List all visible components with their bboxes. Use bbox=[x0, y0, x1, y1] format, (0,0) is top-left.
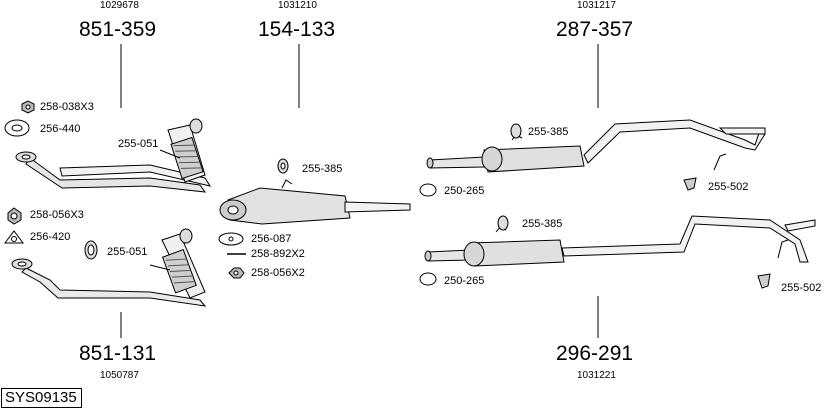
label-250-265-lower: 250-265 bbox=[444, 275, 485, 287]
label-255-385-upper-right: 255-385 bbox=[528, 126, 569, 138]
ref-number-851-359: 1029678 bbox=[100, 0, 139, 11]
label-255-051-upper: 255-051 bbox=[118, 138, 159, 150]
ref-number-296-291: 1031221 bbox=[577, 370, 616, 381]
label-258-892x2: 258-892X2 bbox=[251, 248, 305, 260]
part-number-154-133: 154-133 bbox=[258, 18, 336, 41]
label-256-420: 256-420 bbox=[30, 231, 71, 243]
rear-system-upper bbox=[419, 119, 766, 197]
ref-number-287-357: 1031217 bbox=[577, 0, 616, 11]
label-258-056x2: 258-056X2 bbox=[251, 267, 305, 279]
gasket-icons-lower-left bbox=[4, 207, 98, 260]
system-code-box: SYS09135 bbox=[1, 388, 82, 408]
front-pipe-lower bbox=[11, 228, 207, 307]
ref-number-154-133: 1031210 bbox=[278, 0, 317, 11]
label-258-038x3: 258-038X3 bbox=[40, 101, 94, 113]
ref-number-851-131: 1050787 bbox=[100, 370, 139, 381]
label-250-265-upper: 250-265 bbox=[444, 185, 485, 197]
centre-hardware-icons bbox=[218, 232, 246, 279]
label-255-051-lower: 255-051 bbox=[107, 246, 148, 258]
gasket-icons-upper-left bbox=[4, 100, 35, 137]
label-255-385-centre: 255-385 bbox=[302, 163, 343, 175]
part-number-287-357: 287-357 bbox=[556, 18, 634, 41]
label-255-502-lower: 255-502 bbox=[781, 282, 822, 294]
label-255-502-upper: 255-502 bbox=[708, 181, 749, 193]
part-number-296-291: 296-291 bbox=[556, 342, 634, 365]
rear-system-lower bbox=[419, 215, 816, 289]
label-255-385-lower-right: 255-385 bbox=[522, 218, 563, 230]
front-pipe-upper bbox=[15, 118, 212, 193]
label-256-087: 256-087 bbox=[251, 233, 292, 245]
part-number-851-359: 851-359 bbox=[79, 18, 157, 41]
middle-silencer bbox=[219, 158, 411, 225]
part-number-851-131: 851-131 bbox=[79, 342, 157, 365]
label-256-440: 256-440 bbox=[40, 123, 81, 135]
label-258-056x3: 258-056X3 bbox=[30, 209, 84, 221]
